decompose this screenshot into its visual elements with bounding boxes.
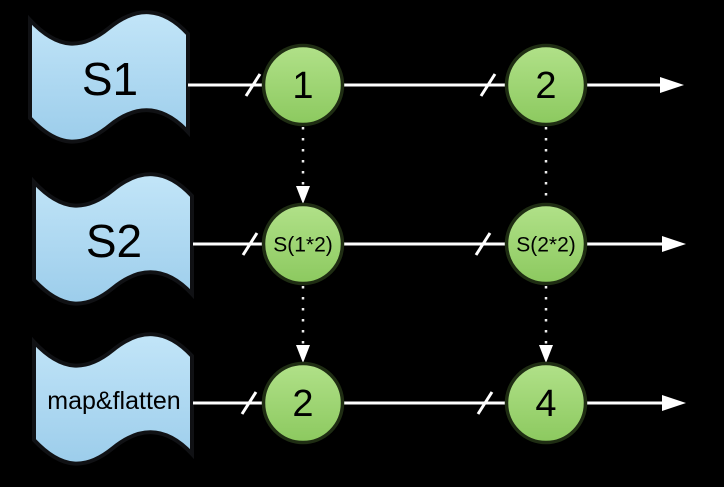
marble-circle: [261, 202, 345, 286]
timeline-tick: [240, 391, 258, 415]
marble-circle: [504, 361, 588, 445]
flag-s1: S1: [28, 10, 190, 144]
marble-value: 4: [535, 383, 556, 425]
marble-value: 2: [535, 65, 556, 107]
marble-value: S(1*2): [273, 234, 333, 257]
marble-result-event-1: 2: [261, 361, 345, 445]
arrowhead-right-icon: [662, 395, 686, 411]
timeline-tick: [241, 232, 259, 256]
timeline-tick: [244, 73, 262, 97]
marble-circle: [261, 43, 345, 127]
marble-result-event-2: 4: [504, 361, 588, 445]
timeline-tick: [479, 73, 497, 97]
marble-s2-event-2: S(2*2): [504, 202, 588, 286]
stream-row-s2: S2 S(1*2) S(2*2): [32, 172, 686, 306]
arrowhead-right-icon: [660, 77, 684, 93]
marble-s1-event-2: 2: [504, 43, 588, 127]
arrowhead-down-icon: [296, 186, 310, 204]
connector-s2-to-result: [296, 286, 310, 363]
timeline-tick: [476, 391, 494, 415]
flag-map-flatten: map&flatten: [32, 332, 194, 466]
timeline-tick: [474, 232, 492, 256]
stream-row-s1: S1 1 2: [28, 10, 684, 144]
arrowhead-down-icon: [296, 345, 310, 363]
marble-s2-event-1: S(1*2): [261, 202, 345, 286]
flag-label-s1: S1: [82, 53, 138, 105]
marble-value: S(2*2): [516, 234, 576, 257]
marble-circle: [261, 361, 345, 445]
connector-s1-to-s2: [296, 127, 310, 204]
flag-label-s2: S2: [86, 215, 142, 267]
stream-row-result: map&flatten 2 4: [32, 332, 686, 466]
arrowhead-right-icon: [662, 236, 686, 252]
connector-s2-to-result-col2: [539, 286, 553, 363]
flag-s2: S2: [32, 172, 194, 306]
marble-circle: [504, 43, 588, 127]
marble-value: 1: [292, 65, 313, 107]
marble-s1-event-1: 1: [261, 43, 345, 127]
flag-label-map-flatten: map&flatten: [47, 387, 180, 415]
marble-circle: [504, 202, 588, 286]
marble-value: 2: [292, 383, 313, 425]
arrowhead-down-icon: [539, 345, 553, 363]
